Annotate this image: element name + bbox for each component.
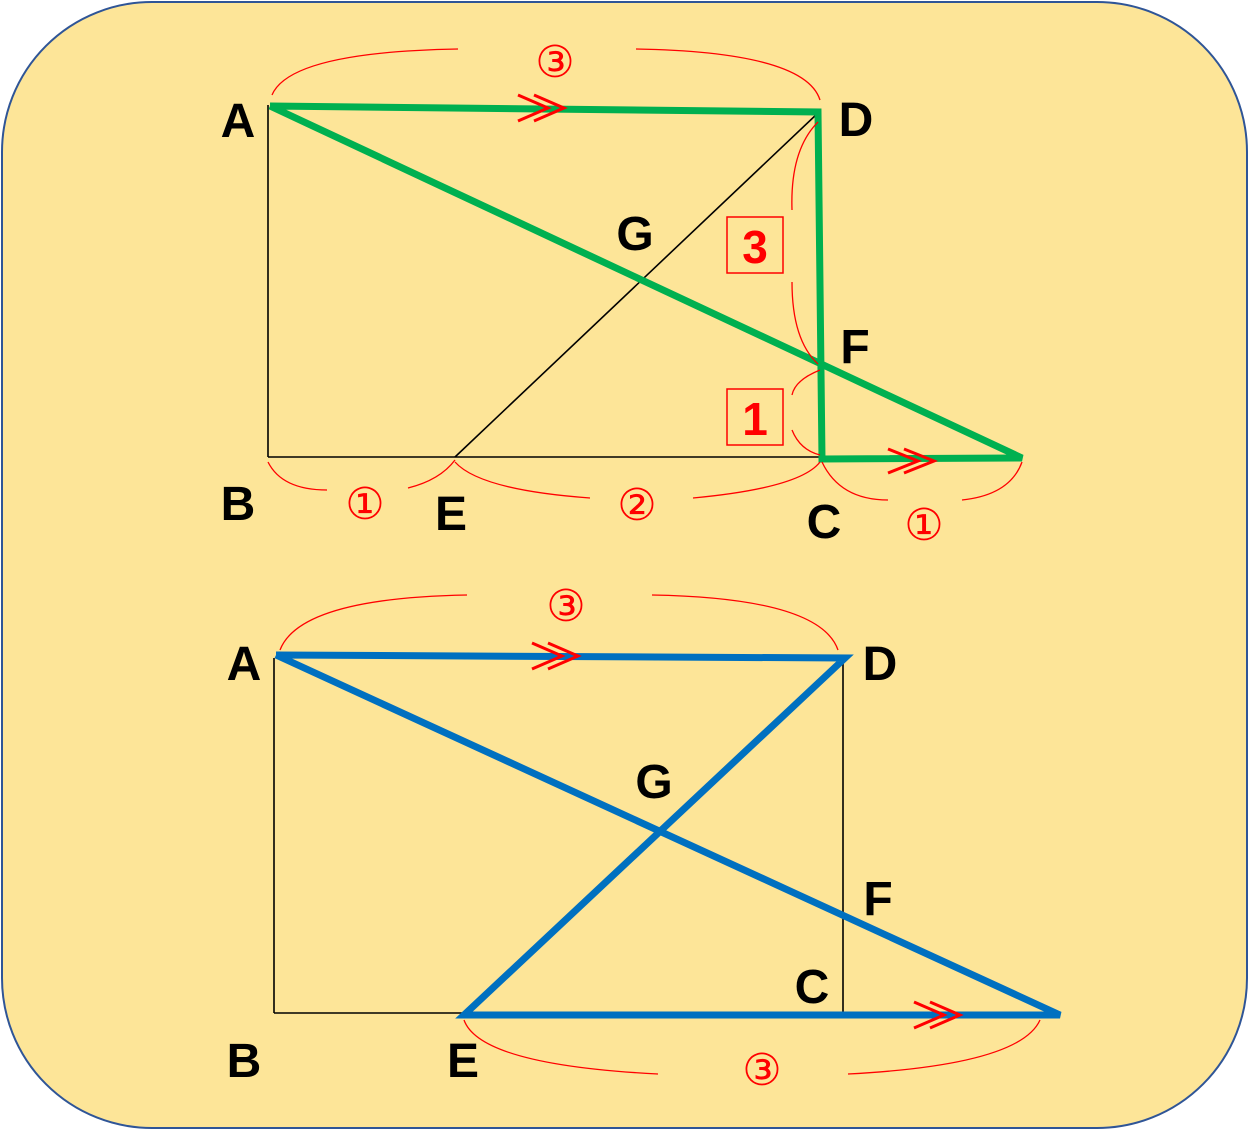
fig2-point-g: G <box>635 756 672 809</box>
fig1-point-b: B <box>221 478 256 531</box>
fig1-point-g: G <box>616 208 653 261</box>
fig2-arc-ad-left <box>279 594 468 651</box>
fig2-point-a: A <box>227 638 262 691</box>
fig1-ratio-ad: ③ <box>535 37 574 88</box>
fig1-ratio-cext: ① <box>904 500 943 551</box>
figure-2: ③ ③ A B C D E F G <box>227 581 1062 1096</box>
fig2-point-b: B <box>227 1035 262 1088</box>
fig1-arc-df-bottom <box>791 281 819 365</box>
fig1-segment-ed <box>454 112 819 458</box>
fig1-box-fc <box>726 388 784 446</box>
fig1-arc-fc-bottom <box>791 429 821 456</box>
fig1-arc-be-left <box>267 461 328 491</box>
fig1-ratio-df: 3 <box>742 221 768 273</box>
fig2-ratio-ad: ③ <box>546 581 585 632</box>
fig1-ratio-fc: 1 <box>742 393 768 445</box>
fig1-arc-cext-right <box>961 461 1023 501</box>
fig1-arc-ad-right <box>635 48 821 101</box>
fig2-parallel-mark-eext-2 <box>929 1000 964 1030</box>
fig2-parallel-mark-ad-2 <box>547 641 582 671</box>
fig1-point-c: C <box>807 496 842 549</box>
fig2-ratio-eext: ③ <box>742 1045 781 1096</box>
fig1-arc-ad-left <box>271 48 459 96</box>
fig2-parallel-mark-eext-1 <box>913 1000 948 1030</box>
fig1-parallel-mark-ad-1 <box>517 93 552 123</box>
fig1-arc-df-top <box>791 121 819 211</box>
fig1-point-a: A <box>221 95 256 148</box>
fig1-parallel-mark-cext-1 <box>887 447 923 475</box>
fig2-point-e: E <box>447 1035 479 1088</box>
fig2-arc-eext-right <box>847 1019 1041 1075</box>
fig1-point-d: D <box>839 94 874 147</box>
fig1-box-df <box>726 216 784 274</box>
fig1-arc-be-right <box>407 459 456 489</box>
fig1-parallel-mark-ad-2 <box>533 93 568 123</box>
fig1-parallel-mark-cext-2 <box>903 447 939 475</box>
fig2-point-f: F <box>863 873 892 926</box>
fig2-point-d: D <box>863 638 898 691</box>
fig1-ratio-ec: ② <box>617 480 656 531</box>
fig1-point-f: F <box>840 321 869 374</box>
figure-1: 3 1 ③ ① ② ① A B C D E F G <box>221 37 1024 551</box>
fig2-highlight-path <box>274 651 1062 1019</box>
fig1-arc-cext-left <box>821 461 889 501</box>
fig1-arc-fc-top <box>791 369 821 396</box>
fig1-arc-ec-right <box>692 461 821 499</box>
fig2-arc-eext-left <box>463 1019 659 1075</box>
fig2-parallel-mark-ad-1 <box>531 641 566 671</box>
fig1-point-e: E <box>435 488 467 541</box>
fig1-ratio-be: ① <box>345 479 384 530</box>
fig1-arc-ec-left <box>454 461 591 499</box>
fig1-highlight-path <box>268 102 1024 463</box>
fig2-arc-ad-right <box>651 594 839 651</box>
fig2-point-c: C <box>795 961 830 1014</box>
